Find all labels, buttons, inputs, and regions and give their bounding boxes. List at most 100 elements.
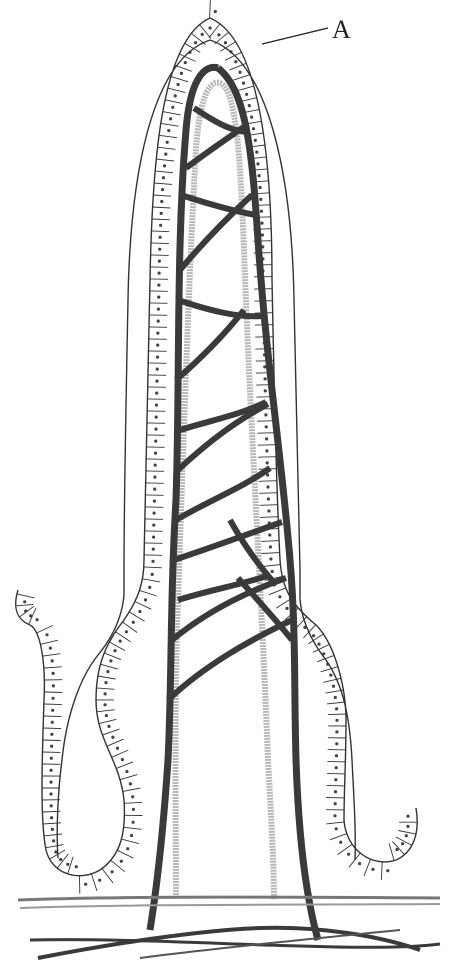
cell-nucleus	[160, 200, 163, 203]
cell-nucleus	[75, 865, 78, 868]
cell-nucleus	[49, 647, 52, 650]
cell-nucleus	[111, 736, 114, 739]
cell-nucleus	[50, 757, 53, 760]
epithelial-cell-wall	[97, 688, 115, 689]
epithelium-inner-boundary	[57, 40, 355, 860]
cell-nucleus	[395, 848, 398, 851]
epithelial-cell-wall	[168, 88, 186, 93]
epithelial-cell-wall	[40, 640, 58, 644]
cell-nucleus	[265, 437, 268, 440]
epithelial-cell-wall	[117, 850, 133, 858]
cell-nucleus	[132, 808, 135, 811]
cell-nucleus	[335, 730, 338, 733]
cell-nucleus	[171, 106, 174, 109]
epithelial-cell-wall	[99, 719, 117, 723]
cell-nucleus	[334, 790, 337, 793]
cell-nucleus	[104, 703, 107, 706]
cell-nucleus	[116, 747, 119, 750]
cell-nucleus	[51, 828, 54, 831]
cell-nucleus	[52, 697, 55, 700]
epithelial-cell-wall	[44, 667, 62, 668]
epithelial-cell-wall	[165, 100, 183, 104]
cell-nucleus	[84, 883, 87, 886]
basal-layer-line	[18, 897, 440, 900]
epithelial-cell-wall	[259, 481, 277, 482]
cell-nucleus	[153, 511, 156, 514]
epithelial-cell-wall	[159, 135, 177, 137]
cell-nucleus	[23, 600, 26, 603]
cell-nucleus	[155, 416, 158, 419]
cell-nucleus	[49, 781, 52, 784]
cell-nucleus	[264, 377, 267, 380]
epithelial-cell-wall	[116, 762, 133, 769]
cell-nucleus	[157, 320, 160, 323]
epithelial-cell-wall	[97, 710, 115, 712]
cell-nucleus	[335, 754, 338, 757]
epithelial-cell-wall	[233, 75, 250, 81]
epithelial-cell-wall	[364, 859, 371, 876]
epithelial-cell-wall	[260, 505, 278, 506]
basal-layer-line	[20, 904, 440, 908]
cell-nucleus	[129, 782, 132, 785]
cell-nucleus	[36, 618, 39, 621]
epithelial-cell-wall	[327, 785, 345, 786]
epithelial-cell-wall	[151, 231, 169, 232]
cell-nucleus	[153, 500, 156, 503]
epithelial-cell-wall	[236, 86, 253, 91]
cell-nucleus	[131, 795, 134, 798]
epithelial-cell-wall	[210, 0, 211, 18]
cell-nucleus	[52, 672, 55, 675]
epithelial-cell-wall	[107, 739, 124, 746]
cell-nucleus	[157, 284, 160, 287]
epithelial-cell-wall	[151, 255, 169, 256]
cell-nucleus	[278, 595, 281, 598]
epithelial-cell-wall	[326, 822, 344, 824]
cell-nucleus	[334, 778, 337, 781]
cell-nucleus	[163, 164, 166, 167]
cell-nucleus	[121, 758, 124, 761]
cell-nucleus	[132, 621, 135, 624]
epithelial-cell-wall	[258, 457, 276, 458]
cell-nucleus	[156, 332, 159, 335]
cell-nucleus	[154, 428, 157, 431]
epithelial-cell-wall	[17, 594, 35, 598]
epithelial-cell-wall	[163, 112, 181, 115]
label-leader-line	[262, 28, 328, 44]
cell-nucleus	[254, 139, 257, 142]
epithelial-cell-wall	[44, 834, 62, 836]
cell-nucleus	[107, 725, 110, 728]
cell-nucleus	[334, 696, 337, 699]
cell-nucleus	[156, 356, 159, 359]
epithelial-cell-wall	[140, 590, 157, 596]
cell-nucleus	[130, 834, 133, 837]
epithelial-cell-wall	[389, 843, 394, 860]
cell-nucleus	[104, 681, 107, 684]
cell-nucleus	[259, 198, 262, 201]
cell-nucleus	[250, 116, 253, 119]
epithelial-cell-wall	[328, 714, 346, 715]
epithelial-cell-wall	[124, 827, 142, 829]
epithelial-cell-wall	[155, 171, 173, 173]
cell-nucleus	[248, 104, 251, 107]
cell-nucleus	[260, 222, 263, 225]
cell-nucleus	[157, 296, 160, 299]
epithelial-cell-wall	[161, 123, 179, 126]
cell-nucleus	[51, 721, 54, 724]
epithelial-cell-wall	[43, 654, 61, 656]
epithelial-cell-wall	[123, 622, 138, 633]
cell-nucleus	[160, 212, 163, 215]
epithelial-cell-wall	[43, 740, 61, 741]
cell-nucleus	[154, 452, 157, 455]
epithelial-cell-wall	[327, 773, 345, 774]
cell-nucleus	[164, 153, 167, 156]
cell-nucleus	[264, 413, 267, 416]
cell-nucleus	[59, 858, 62, 861]
cell-nucleus	[105, 714, 108, 717]
cell-nucleus	[125, 630, 128, 633]
cell-nucleus	[66, 863, 69, 866]
cell-nucleus	[148, 586, 151, 589]
epithelial-cell-wall	[153, 207, 171, 208]
epithelial-cell-wall	[156, 159, 174, 161]
cell-nucleus	[347, 853, 350, 856]
epithelial-cell-wall	[44, 704, 62, 705]
